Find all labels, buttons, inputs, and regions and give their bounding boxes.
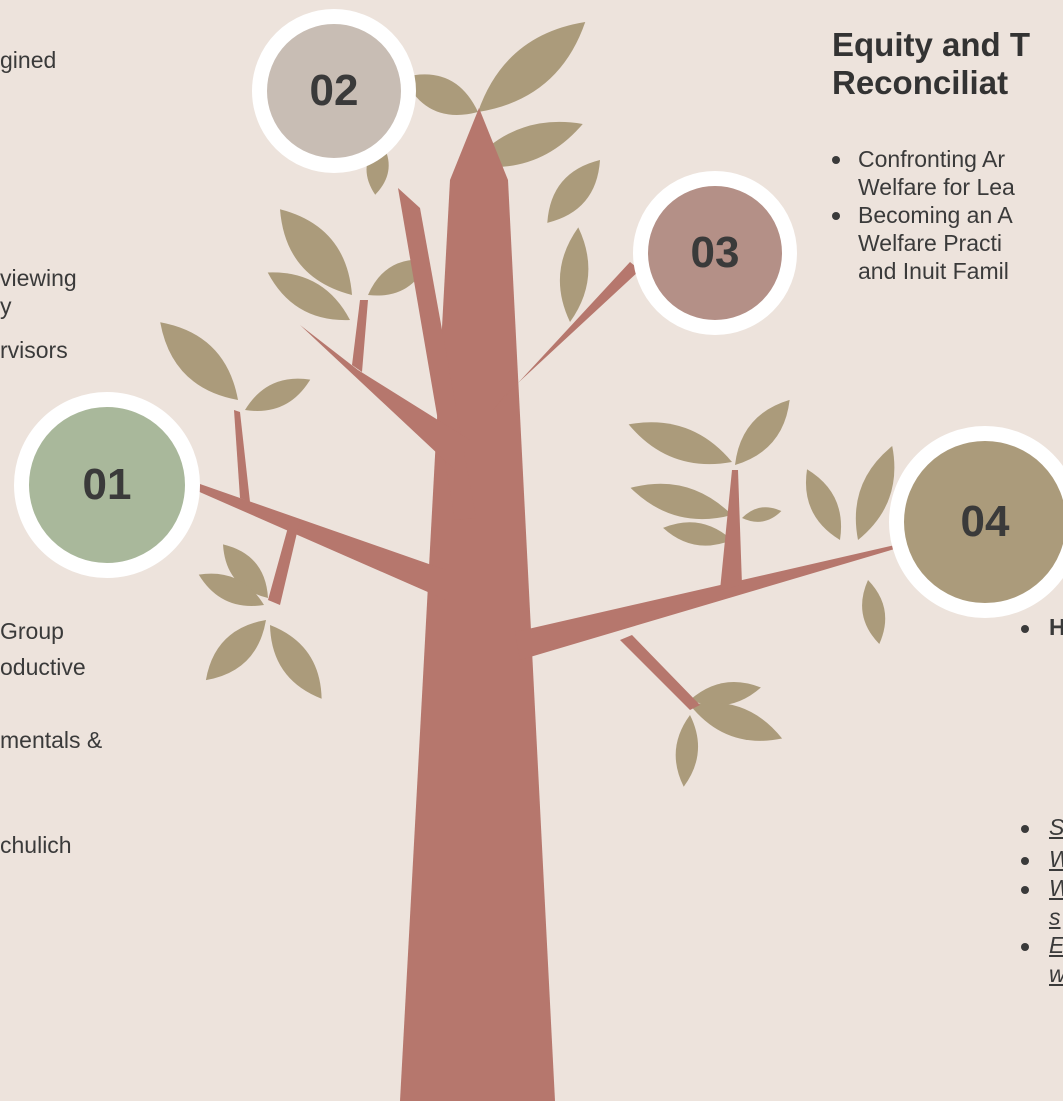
leaf-shape — [205, 620, 266, 681]
tree-trunk — [400, 108, 555, 1101]
twig-right-1 — [720, 470, 742, 590]
bullet-dot — [832, 156, 840, 164]
twig-right-2 — [620, 635, 700, 710]
leaf-shape — [403, 74, 478, 115]
leaf-shape — [198, 573, 264, 606]
left-text-fragment: chulich — [0, 832, 72, 858]
list-item-line: Confronting Ar — [858, 146, 1006, 172]
leaf-shape — [690, 682, 761, 706]
left-text-fragment: mentals & — [0, 727, 103, 753]
resource-link-continued[interactable]: s — [1049, 904, 1061, 930]
list-item: Confronting Ar Welfare for Lea — [824, 145, 1015, 201]
step-circle-03: 03 — [633, 171, 797, 335]
resource-link[interactable]: W — [1049, 874, 1063, 902]
leaf-shape — [862, 580, 886, 645]
bullet-dot — [1021, 943, 1029, 951]
leaf-shape — [690, 702, 783, 741]
leaf-shape — [280, 209, 352, 295]
title-line: Reconciliat — [832, 64, 1009, 101]
resource-link[interactable]: E — [1049, 932, 1063, 958]
list-item-line: Welfare for Lea — [858, 174, 1015, 200]
leaf-shape — [267, 272, 350, 321]
bullet-dot — [1021, 825, 1029, 833]
step-number: 03 — [690, 228, 740, 277]
bullet-dot — [832, 212, 840, 220]
leaf-shape — [547, 160, 600, 223]
step-number: 04 — [960, 497, 1010, 546]
left-text-fragment: y — [0, 293, 12, 319]
bullet-dot — [1021, 857, 1029, 865]
left-text-fragment: gined — [0, 47, 57, 73]
section-03-list: Confronting Ar Welfare for Lea Becoming … — [824, 145, 1015, 285]
twig-left-2 — [234, 410, 250, 502]
branch-lower-right — [515, 545, 898, 660]
resource-link[interactable]: W — [1049, 845, 1063, 873]
leaf-shape — [270, 625, 322, 699]
step-number: 02 — [309, 66, 359, 115]
leaf-shape — [855, 446, 895, 540]
step-circle-01: 01 — [14, 392, 200, 578]
left-text-fragment: Group — [0, 618, 64, 644]
leaf-shape — [805, 469, 842, 540]
twig-left-1 — [352, 300, 368, 372]
section-03-title: Equity and T Reconciliat — [832, 26, 1030, 102]
leaf-shape — [223, 544, 268, 598]
leaf-shape — [735, 399, 790, 465]
list-item-line: Welfare Practi — [858, 230, 1003, 256]
resource-link-continued[interactable]: w — [1049, 960, 1063, 988]
step-circle-02: 02 — [252, 9, 416, 173]
leaf-shape — [628, 422, 732, 465]
bullet-dot — [1021, 886, 1029, 894]
leaf-shape — [742, 507, 782, 522]
branch-lower-left — [195, 484, 446, 600]
bullet-dot — [1021, 625, 1029, 633]
list-item-line: Becoming an A — [858, 202, 1013, 228]
leaf-shape — [675, 715, 699, 787]
leaf-shape — [245, 378, 311, 411]
leaf-shape — [663, 522, 732, 546]
branch-upper-right — [493, 262, 640, 410]
title-line: Equity and T — [832, 26, 1030, 63]
leaf-shape — [160, 322, 238, 400]
leaf-shape — [630, 483, 732, 520]
resource-link[interactable]: S — [1049, 814, 1063, 840]
left-text-fragment: viewing — [0, 265, 77, 291]
branch-mid-left — [300, 325, 470, 470]
leaf-shape — [478, 22, 586, 112]
leaf-shape — [559, 227, 589, 322]
left-text-fragment: oductive — [0, 654, 86, 680]
step-number: 01 — [82, 460, 132, 509]
section-04-item-text: H — [1049, 614, 1063, 640]
list-item: Becoming an A Welfare Practi and Inuit F… — [824, 201, 1015, 285]
list-item-line: and Inuit Famil — [858, 258, 1009, 284]
twig-left-3 — [268, 520, 300, 605]
left-text-fragment: rvisors — [0, 337, 68, 363]
